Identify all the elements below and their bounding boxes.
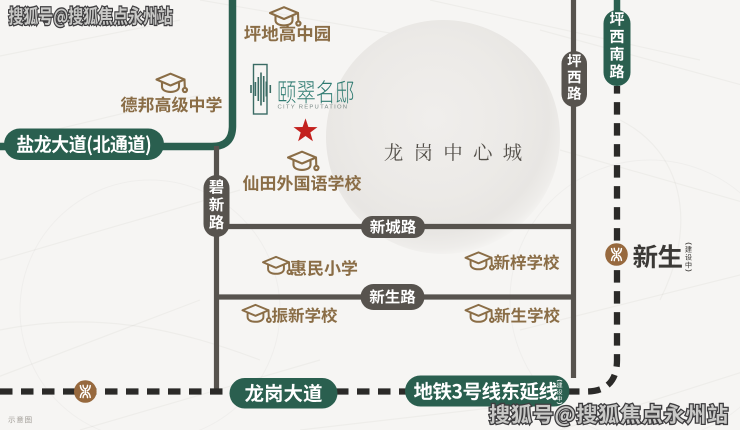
svg-text:CITY REPUTATION: CITY REPUTATION — [278, 105, 349, 111]
